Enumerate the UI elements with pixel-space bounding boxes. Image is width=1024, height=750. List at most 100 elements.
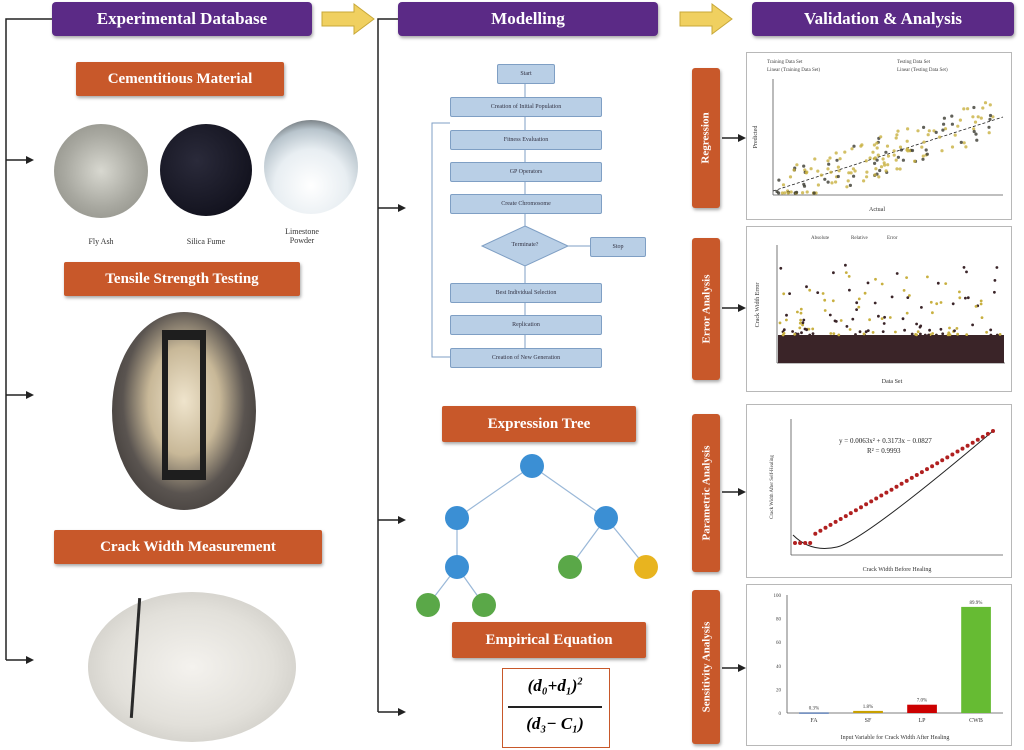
equation-numerator: (d₀+d₁)2: [508, 676, 602, 696]
reg-point: [788, 175, 793, 179]
reg-point: [865, 170, 869, 174]
reg-point: [872, 143, 876, 147]
equation-exponent: 2: [577, 676, 583, 688]
err-point: [854, 333, 857, 336]
reg-point: [991, 115, 995, 119]
par-point: [919, 470, 924, 475]
err-point: [831, 299, 835, 303]
par-point: [925, 467, 929, 472]
sens-bar: [853, 710, 883, 713]
reg-point: [971, 115, 975, 119]
reg-point: [802, 184, 807, 188]
reg-point: [875, 146, 879, 150]
reg-point: [926, 133, 930, 137]
par-point: [894, 484, 899, 489]
err-point: [931, 311, 934, 315]
reg-point: [908, 149, 912, 153]
reg-point: [879, 135, 883, 139]
err-point: [965, 270, 968, 274]
err-point: [980, 316, 984, 319]
par-point: [945, 455, 950, 460]
err-point: [979, 299, 983, 303]
reg-point: [873, 161, 877, 165]
reg-point: [795, 190, 799, 194]
tree-node-leaf-1: [416, 593, 440, 617]
par-point: [869, 499, 874, 504]
reg-xlabel: Actual: [869, 207, 885, 213]
err-point: [953, 329, 956, 333]
expression-tree-nodes: [416, 454, 658, 617]
reg-ylabel: Predicted: [753, 126, 759, 149]
reg-point: [983, 101, 988, 105]
err-legend-1: Absolute: [811, 236, 830, 241]
sens-value-label: 0.3%: [809, 707, 819, 712]
reg-point: [852, 144, 856, 148]
err-point: [839, 319, 843, 322]
err-point: [868, 318, 871, 322]
empirical-equation-box: Empirical Equation: [452, 622, 646, 658]
reg-point: [805, 190, 809, 194]
err-point: [993, 279, 997, 282]
tensile-frame-icon: [162, 330, 206, 480]
reg-point: [942, 116, 946, 120]
reg-point: [846, 179, 850, 183]
err-point: [801, 321, 805, 325]
reg-point: [836, 174, 840, 179]
err-point: [995, 266, 999, 269]
err-point: [936, 281, 940, 285]
right-arrow-head-3: [738, 488, 746, 496]
err-point: [796, 332, 800, 336]
reg-point: [927, 129, 931, 133]
err-point: [974, 305, 978, 308]
equation-numerator-text: (d₀+d₁): [527, 676, 578, 695]
err-point: [985, 330, 988, 334]
tree-node-r1: [594, 506, 618, 530]
err-point: [802, 318, 806, 322]
err-point: [866, 329, 870, 332]
reg-point: [884, 150, 888, 154]
reg-point: [938, 135, 942, 139]
err-point: [862, 332, 866, 336]
reg-point: [864, 159, 868, 163]
err-point: [928, 328, 931, 332]
err-point: [798, 326, 802, 330]
reg-point: [881, 157, 885, 161]
reg-point: [924, 148, 928, 152]
par-point: [899, 481, 904, 486]
sens-value-label: 7.0%: [917, 699, 927, 704]
tree-node-leaf-3: [558, 555, 582, 579]
reg-point: [884, 169, 888, 173]
reg-points: [775, 101, 995, 195]
reg-point: [925, 152, 929, 156]
tree-node-l1: [445, 506, 469, 530]
reg-point: [780, 191, 784, 195]
err-point: [874, 277, 877, 281]
par-point: [914, 473, 919, 477]
par-point: [909, 475, 914, 480]
par-point: [843, 514, 848, 519]
par-xlabel: Crack Width Before Healing: [863, 566, 932, 573]
err-point: [914, 333, 917, 336]
reg-point: [987, 131, 991, 135]
reg-point: [877, 175, 881, 179]
left-arrow-head-3: [26, 656, 34, 664]
reg-point: [830, 181, 834, 185]
err-point: [901, 317, 905, 321]
reg-point: [972, 129, 976, 134]
sens-ytick: 80: [776, 618, 782, 623]
err-point: [880, 317, 884, 320]
reg-point: [950, 145, 955, 149]
par-point: [930, 464, 935, 469]
err-point: [910, 332, 914, 336]
yellow-arrow-2: [679, 3, 733, 35]
reg-point: [892, 153, 896, 157]
sens-category-label: CWB: [969, 718, 983, 724]
err-point: [883, 315, 886, 319]
err-point: [866, 281, 870, 285]
expression-tree-box: Expression Tree: [442, 406, 636, 442]
par-point: [864, 502, 869, 507]
err-xlabel: Data Set: [882, 379, 903, 385]
par-point: [889, 487, 894, 492]
regression-chart: Training Data Set Testing Data Set Linea…: [753, 60, 1004, 213]
err-legend-3: Error: [887, 236, 898, 241]
